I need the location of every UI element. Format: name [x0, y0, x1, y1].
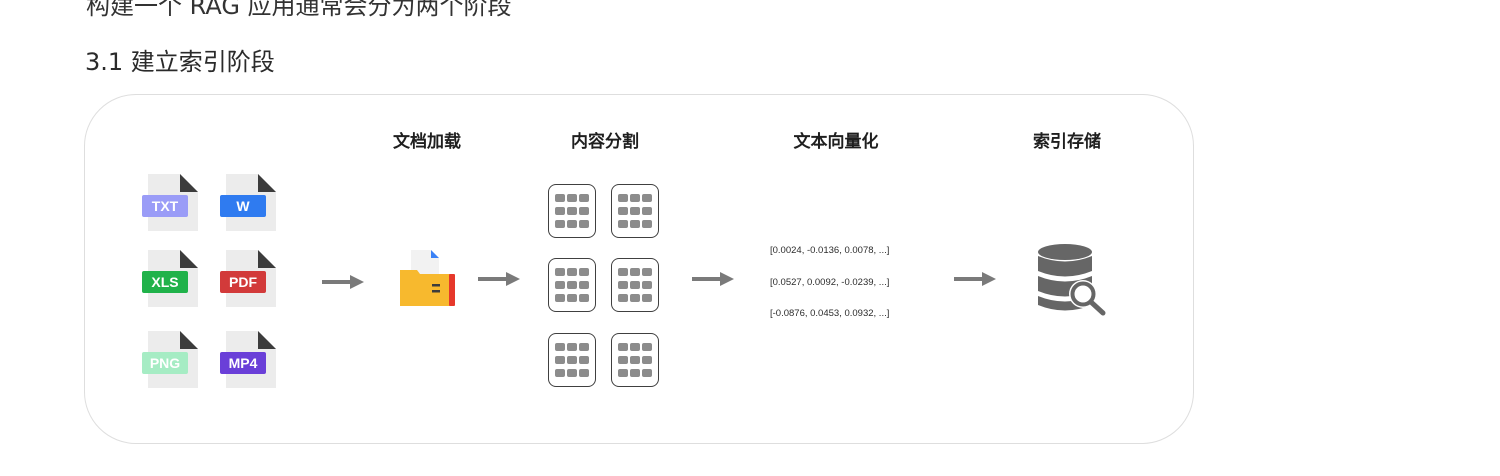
- file-label-txt: TXT: [142, 195, 188, 217]
- chunk-grid-icon: [611, 184, 659, 238]
- stage-title-index-storage: 索引存储: [1033, 132, 1101, 152]
- chunk-grid-icon: [611, 333, 659, 387]
- file-label-pdf: PDF: [220, 271, 266, 293]
- png-file-icon: PNG: [142, 330, 200, 390]
- pdf-file-icon: PDF: [220, 249, 278, 309]
- file-label-mp4: MP4: [220, 352, 266, 374]
- chunk-grid-icon: [548, 258, 596, 312]
- vector-row-2: [0.0527, 0.0092, -0.0239, ...]: [770, 277, 890, 288]
- mp4-file-icon: MP4: [220, 330, 278, 390]
- right-arrow-icon: [692, 272, 734, 286]
- section-heading: 3.1 建立索引阶段: [85, 48, 275, 76]
- chunk-grid-icon: [611, 258, 659, 312]
- xls-file-icon: XLS: [142, 249, 200, 309]
- database-search-icon: [1038, 244, 1106, 316]
- chunk-grid-icon: [548, 333, 596, 387]
- file-label-png: PNG: [142, 352, 188, 374]
- stage-title-content-splitting: 内容分割: [571, 132, 639, 152]
- vector-row-1: [0.0024, -0.0136, 0.0078, ...]: [770, 245, 890, 256]
- pipeline-diagram-frame: [84, 94, 1194, 444]
- vector-row-3: [-0.0876, 0.0453, 0.0932, ...]: [770, 308, 890, 319]
- stage-title-document-loading: 文档加载: [393, 132, 461, 152]
- right-arrow-icon: [322, 275, 364, 289]
- clipped-intro-text: 构建一个 RAG 应用通常会分为两个阶段: [86, 0, 512, 20]
- word-file-icon: W: [220, 173, 278, 233]
- file-label-xls: XLS: [142, 271, 188, 293]
- stage-title-text-vectorization: 文本向量化: [793, 132, 879, 152]
- txt-file-icon: TXT: [142, 173, 200, 233]
- document-folder-icon: [400, 250, 455, 306]
- chunk-grid-icon: [548, 184, 596, 238]
- right-arrow-icon: [954, 272, 996, 286]
- right-arrow-icon: [478, 272, 520, 286]
- file-label-word: W: [220, 195, 266, 217]
